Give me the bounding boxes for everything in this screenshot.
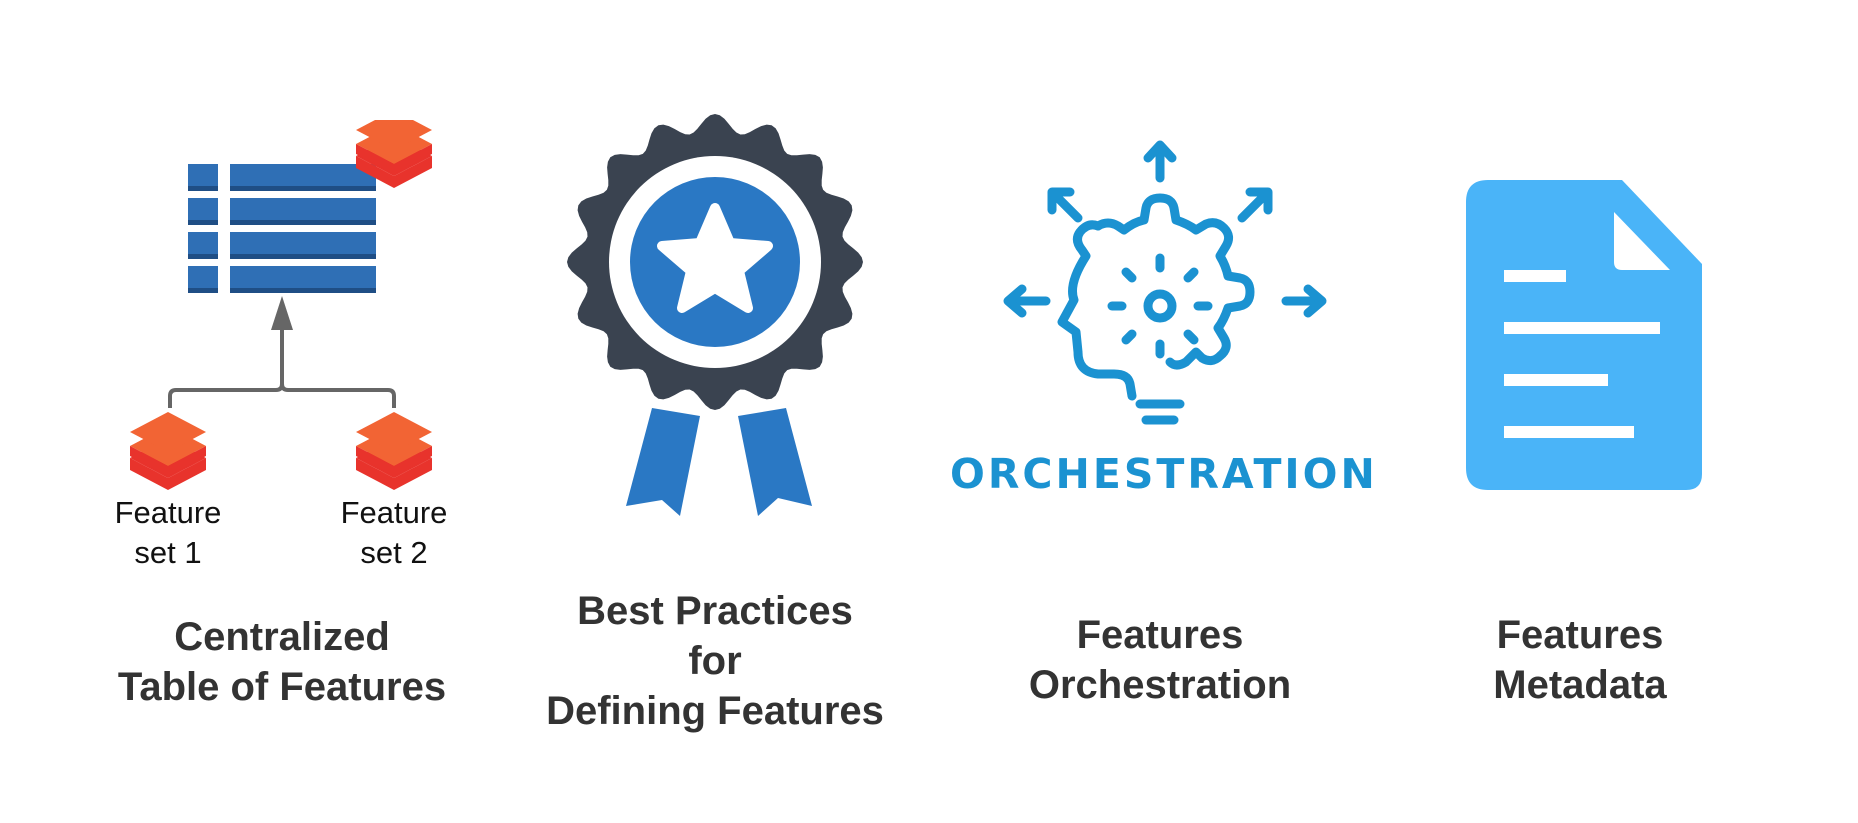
award-ribbon-icon: [567, 114, 863, 516]
table-diagram: [130, 120, 432, 490]
feature-set-2-label: Feature set 2: [340, 495, 448, 570]
arrow-up-icon: [271, 296, 293, 330]
caption-best-practices: Best Practices for Defining Features: [546, 589, 884, 733]
caption-centralized-table: Centralized Table of Features: [117, 615, 447, 709]
caption-features-metadata: Features Metadata: [1493, 613, 1667, 707]
layered-stack-icon: [130, 412, 206, 490]
star-icon: [657, 203, 773, 313]
orchestration-wordmark: ORCHESTRATION: [950, 450, 1378, 498]
layered-stack-icon: [356, 120, 432, 188]
document-icon: [1466, 180, 1702, 490]
caption-features-orchestration: Features Orchestration: [1028, 613, 1292, 707]
head-gear-icon: [1003, 140, 1327, 425]
connector-lines: [168, 330, 396, 408]
table-icon: [188, 164, 376, 293]
layered-stack-icon: [356, 412, 432, 490]
feature-set-1-label: Feature set 1: [114, 495, 222, 570]
